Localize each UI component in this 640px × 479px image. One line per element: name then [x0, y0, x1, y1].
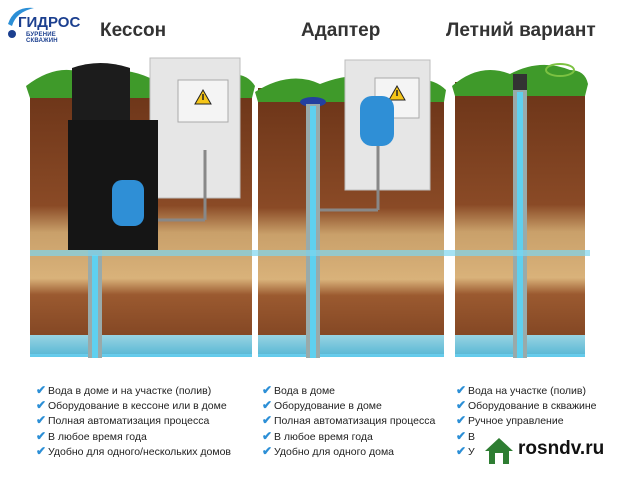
- check-icon: ✔: [262, 413, 273, 428]
- check-icon: ✔: [262, 383, 273, 397]
- warning-icon: [194, 88, 212, 105]
- block-adapter: [255, 59, 446, 358]
- check-icon: ✔: [36, 428, 47, 443]
- feature-item: ✔В любое время года: [262, 428, 373, 443]
- check-icon: ✔: [456, 398, 467, 413]
- feature-item: ✔Ручное управление: [456, 413, 564, 428]
- feature-item: ✔Удобно для одного дома: [262, 443, 394, 458]
- house-icon: [485, 438, 513, 464]
- feature-item: ✔Удобно для одного/нескольких домов: [36, 443, 232, 458]
- features-caisson: ✔Вода в доме и на участке (полив) ✔Обору…: [36, 383, 231, 459]
- check-icon: ✔: [36, 443, 47, 458]
- well-diagram: [26, 57, 590, 358]
- feature-item: ✔Оборудование в кессоне или в доме: [36, 398, 227, 413]
- pressure-tank: [360, 96, 394, 146]
- check-icon: ✔: [456, 443, 467, 458]
- block-summer: [452, 63, 588, 358]
- pressure-tank: [112, 180, 144, 226]
- check-icon: ✔: [36, 413, 47, 428]
- logo-name: ГИДРОС: [18, 14, 81, 31]
- feature-item: ✔Вода в доме: [262, 383, 336, 397]
- check-icon: ✔: [36, 383, 47, 397]
- title-summer: Летний вариант: [446, 20, 596, 41]
- check-icon: ✔: [456, 428, 467, 443]
- check-icon: ✔: [262, 398, 273, 413]
- check-icon: ✔: [456, 413, 467, 428]
- title-caisson: Кессон: [100, 20, 167, 41]
- logo: ГИДРОС БУРЕНИЕ СКВАЖИН: [4, 4, 82, 44]
- feature-item: ✔Вода в доме и на участке (полив): [36, 383, 212, 397]
- features-adapter: ✔Вода в доме ✔Оборудование в доме ✔Полна…: [262, 383, 435, 459]
- check-icon: ✔: [262, 428, 273, 443]
- feature-item: ✔У: [456, 443, 475, 458]
- feature-item: ✔Полная автоматизация процесса: [262, 413, 436, 428]
- feature-item: ✔Оборудование в скважине: [456, 398, 597, 413]
- features-summer: ✔Вода на участке (полив) ✔Оборудование в…: [456, 383, 597, 459]
- check-icon: ✔: [36, 398, 47, 413]
- block-caisson: [26, 57, 255, 358]
- check-icon: ✔: [456, 383, 467, 397]
- check-icon: ✔: [262, 443, 273, 458]
- watermark-text: rosndv.ru: [518, 438, 605, 459]
- feature-item: ✔В любое время года: [36, 428, 147, 443]
- watermark: rosndv.ru: [478, 428, 636, 472]
- logo-tagline: БУРЕНИЕ СКВАЖИН: [26, 32, 58, 44]
- water-level-line: [30, 250, 590, 256]
- title-adapter: Адаптер: [301, 20, 381, 41]
- feature-item: ✔Вода на участке (полив): [456, 383, 586, 397]
- feature-item: ✔Оборудование в доме: [262, 398, 382, 413]
- feature-item: ✔Полная автоматизация процесса: [36, 413, 210, 428]
- feature-item: ✔В: [456, 428, 476, 443]
- logo-swoosh-icon: [8, 7, 34, 38]
- warning-icon: [388, 84, 406, 101]
